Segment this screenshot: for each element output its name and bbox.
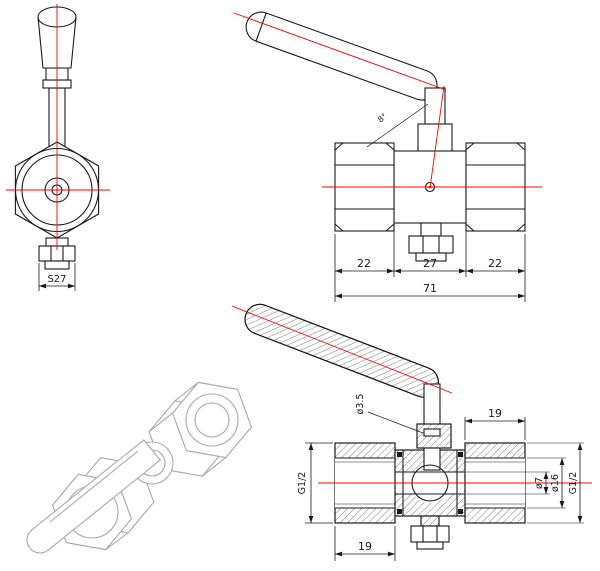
dim-thread-right: G1/2: [568, 472, 579, 495]
section-stem-hole: [423, 428, 441, 437]
iso-right-nut-face: [171, 381, 253, 459]
dim-thread-left: G1/2: [297, 472, 308, 495]
side-handle-bar: [245, 11, 438, 101]
section-handle-axis: [231, 305, 453, 394]
dim-left-nut: 22: [357, 257, 371, 270]
side-stem-axis: [429, 85, 445, 189]
dimensions: S27 22 27 22 71 8° 19 ø3.5 G1/2 1: [38, 103, 584, 561]
side-view: [245, 11, 526, 262]
dim-right-nut: 22: [488, 257, 502, 270]
iso-handle: [26, 439, 161, 554]
dim-wrench-size: S27: [47, 274, 66, 285]
dim-nut-bottom: 19: [358, 540, 372, 553]
section-view: [244, 303, 526, 550]
section-seal: [458, 509, 463, 514]
dim-body: 27: [423, 257, 437, 270]
section-seal: [458, 452, 463, 457]
isometric-view: [26, 381, 253, 554]
dim-handle-angle: 8°: [376, 112, 389, 125]
section-packing-nut: [410, 525, 450, 543]
side-packing-nut: [408, 235, 454, 254]
section-handle-bar: [244, 303, 439, 398]
dim-stem-hole: ø3.5: [355, 394, 366, 415]
side-handle-axis: [233, 12, 447, 91]
section-seal: [397, 509, 402, 514]
dim-bore-small: ø7: [534, 477, 545, 489]
dim-bore-large: ø16: [550, 474, 561, 492]
section-seal: [397, 452, 402, 457]
dim-overall-length: 71: [423, 282, 437, 295]
side-center-dot: [428, 185, 432, 189]
side-stem-collar: [417, 123, 453, 153]
dim-nut-top: 19: [488, 407, 502, 420]
centerlines: [6, 4, 592, 484]
